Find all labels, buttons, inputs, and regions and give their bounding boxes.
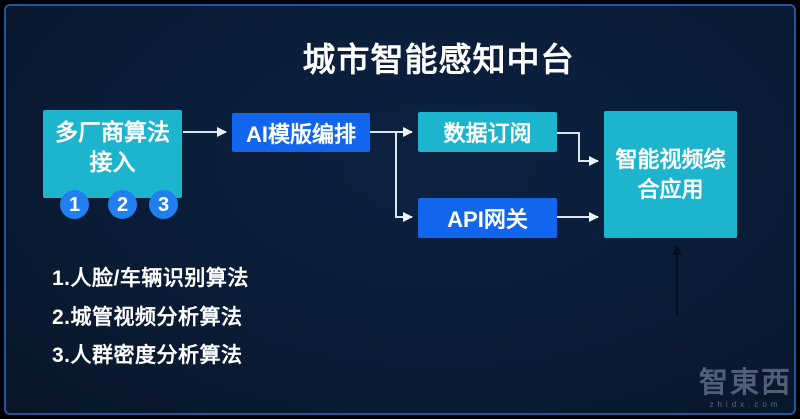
node-label: 数据订阅 bbox=[443, 121, 532, 146]
node-api-gateway: API网关 bbox=[418, 198, 557, 238]
note-item-3: 3.人群密度分析算法 bbox=[52, 344, 243, 368]
zhidx-domain: zhidx.com bbox=[709, 400, 782, 409]
node-intelligent-video-application: 智能视频综合应用 bbox=[604, 111, 737, 238]
watermark: 智東西 zhidx.com bbox=[698, 367, 792, 410]
node-label: 多厂商算法接入 bbox=[55, 119, 170, 175]
node-ai-template-orchestration: AI模版编排 bbox=[232, 113, 370, 152]
node-multi-vendor-algorithms: 多厂商算法接入 bbox=[43, 110, 182, 198]
note-item-1: 1.人脸/车辆识别算法 bbox=[52, 267, 249, 291]
zhidx-logo: 智東西 bbox=[698, 367, 792, 399]
note-item-2: 2.城管视频分析算法 bbox=[52, 305, 243, 329]
algorithm-notes-list: 1.人脸/车辆识别算法 2.城管视频分析算法 3.人群密度分析算法 bbox=[52, 258, 249, 374]
node-data-subscription: 数据订阅 bbox=[418, 112, 557, 152]
node-label: API网关 bbox=[447, 207, 528, 232]
node-label: 智能视频综合应用 bbox=[615, 146, 726, 202]
badge-2: 2 bbox=[108, 190, 137, 219]
node-label: AI模版编排 bbox=[245, 121, 356, 147]
badge-3: 3 bbox=[149, 190, 178, 219]
badge-1: 1 bbox=[60, 190, 89, 219]
page-title: 城市智能感知中台 bbox=[302, 41, 575, 78]
